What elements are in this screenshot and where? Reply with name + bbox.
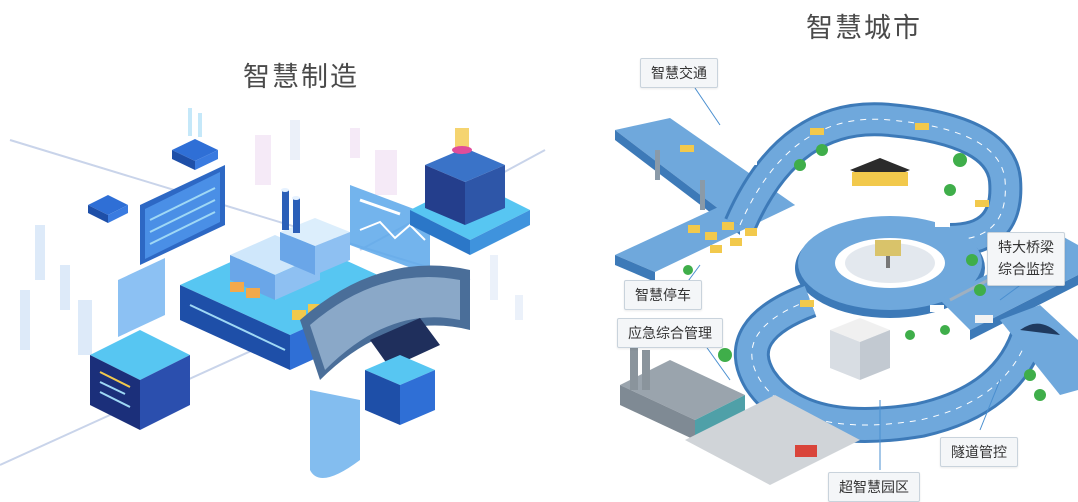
park-building bbox=[830, 318, 890, 380]
gas-station bbox=[850, 158, 910, 186]
parking-lot bbox=[688, 222, 757, 253]
server-cube bbox=[365, 355, 435, 425]
analytics-tower bbox=[90, 258, 190, 430]
label-bridge-monitoring: 特大桥梁 综合监控 bbox=[987, 232, 1065, 286]
background-towers bbox=[20, 120, 523, 355]
manufacturing-title: 智慧制造 bbox=[243, 62, 359, 93]
label-emergency-management: 应急综合管理 bbox=[617, 318, 723, 348]
chip-icon bbox=[172, 108, 218, 170]
city-title: 智慧城市 bbox=[806, 13, 922, 44]
upper-loop-road bbox=[724, 102, 1023, 257]
label-bridge-line2: 综合监控 bbox=[998, 262, 1054, 278]
emergency-factory bbox=[620, 345, 860, 485]
video-wall bbox=[300, 265, 470, 478]
smart-manufacturing-panel: 智慧制造 bbox=[0, 62, 546, 478]
label-bridge-line1: 特大桥梁 bbox=[998, 240, 1054, 256]
dashboard-screen bbox=[140, 165, 225, 265]
trees bbox=[683, 144, 1046, 401]
label-tunnel-control: 隧道管控 bbox=[940, 437, 1018, 467]
lower-loop-road bbox=[733, 283, 1048, 443]
server-rack bbox=[410, 128, 530, 255]
label-smart-traffic: 智慧交通 bbox=[640, 58, 718, 88]
chip-icon bbox=[88, 195, 128, 223]
chart-screen bbox=[350, 185, 430, 275]
label-smart-park: 超智慧园区 bbox=[828, 472, 920, 502]
smart-city-panel: 智慧城市 智慧交通 智慧停车 应急综合管理 特大桥梁 综合监控 隧道管控 超智慧… bbox=[560, 0, 1078, 502]
manufacturing-illustration bbox=[0, 108, 546, 478]
tunnel-road bbox=[1000, 305, 1078, 395]
factory-building bbox=[230, 188, 350, 300]
vehicles bbox=[680, 123, 993, 323]
roundabout bbox=[795, 216, 985, 318]
label-smart-parking: 智慧停车 bbox=[624, 280, 702, 310]
